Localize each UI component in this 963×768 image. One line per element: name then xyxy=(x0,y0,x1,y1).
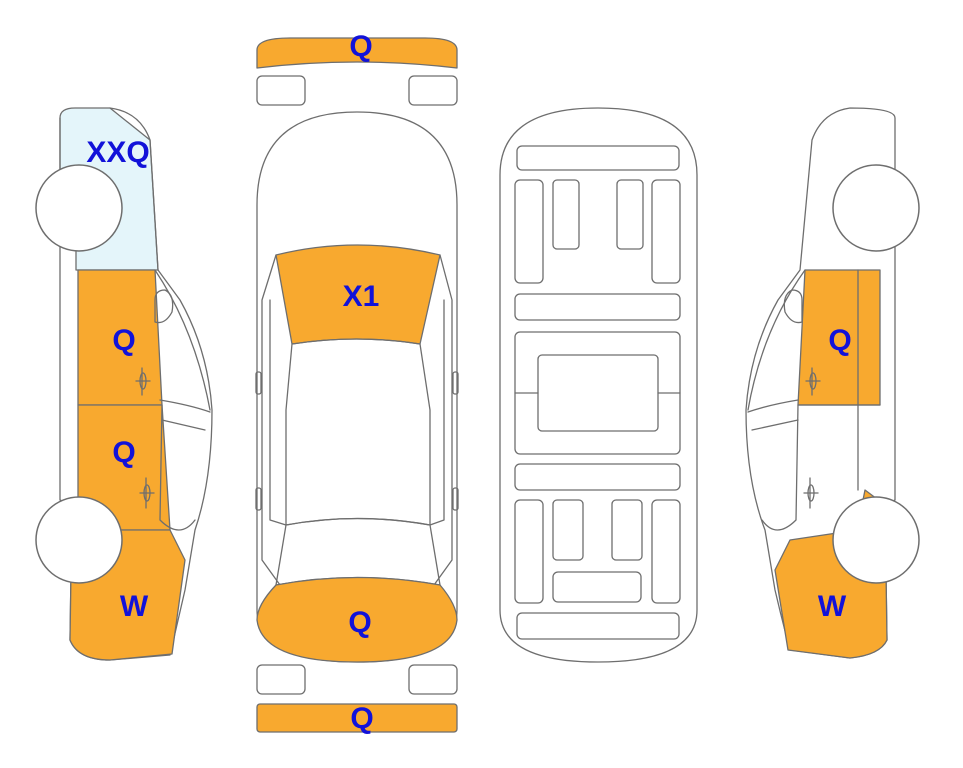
top-right-mirror xyxy=(452,371,459,395)
underbody-outline xyxy=(499,107,698,663)
right-front-wheel xyxy=(832,164,920,252)
left-front-handle xyxy=(135,367,151,396)
left-mirror xyxy=(154,289,174,324)
under-front-bar xyxy=(516,145,680,171)
under-rear-bar xyxy=(516,612,680,640)
under-rear-left-rail xyxy=(514,499,544,604)
under-front-right-rail xyxy=(651,179,681,284)
rear-left-light xyxy=(256,664,306,695)
label-rear-bumper: Q xyxy=(348,606,371,639)
underbody-view xyxy=(499,107,698,663)
top-left-rail xyxy=(261,254,281,586)
under-rear-box xyxy=(552,571,642,603)
left-rear-handle xyxy=(139,477,155,509)
front-left-light xyxy=(256,75,306,106)
top-left-handle xyxy=(255,487,262,511)
label-right-front-door: Q xyxy=(828,324,851,357)
top-right-handle xyxy=(452,487,459,511)
label-hood: X1 xyxy=(343,280,380,313)
label-front-bumper: Q xyxy=(349,30,372,63)
right-mirror xyxy=(783,289,803,324)
under-rear-right-inner xyxy=(611,499,643,561)
label-left-rear-quarter: W xyxy=(120,590,149,623)
label-rear-bumper-strip: Q xyxy=(350,702,373,735)
left-front-wheel xyxy=(35,164,123,252)
right-rear-wheel xyxy=(832,496,920,584)
front-right-light xyxy=(408,75,458,106)
right-side-view: Q W xyxy=(745,107,920,659)
under-front-left-rail xyxy=(514,179,544,284)
under-floor-frame xyxy=(514,331,681,455)
top-view: Q X1 Q Q xyxy=(255,30,459,735)
top-rear-window xyxy=(275,517,441,586)
right-rear-handle xyxy=(803,477,819,509)
top-right-rail xyxy=(433,254,453,586)
top-left-rail-inner xyxy=(269,299,287,526)
front-bumper-panel[interactable] xyxy=(256,37,458,69)
rear-bumper-strip-panel[interactable] xyxy=(256,703,458,733)
label-left-front-door: Q xyxy=(112,324,135,357)
left-side-view: XXQ Q Q W xyxy=(35,107,213,661)
under-front-right-inner xyxy=(616,179,644,250)
right-front-handle xyxy=(805,367,821,396)
top-left-mirror xyxy=(255,371,262,395)
label-left-windshield: XXQ xyxy=(86,136,149,169)
left-rear-wheel xyxy=(35,496,123,584)
top-right-rail-inner xyxy=(429,299,445,526)
label-left-rear-door: Q xyxy=(112,436,135,469)
under-rear-left-inner xyxy=(552,499,584,561)
under-cross-1 xyxy=(514,293,681,321)
rear-right-light xyxy=(408,664,458,695)
label-right-rear-quarter: W xyxy=(818,590,847,623)
under-floor-center xyxy=(537,354,659,432)
top-roof xyxy=(285,338,431,526)
under-rear-right-rail xyxy=(651,499,681,604)
under-cross-2 xyxy=(514,463,681,491)
under-front-left-inner xyxy=(552,179,580,250)
rear-bumper-panel[interactable] xyxy=(256,576,458,663)
